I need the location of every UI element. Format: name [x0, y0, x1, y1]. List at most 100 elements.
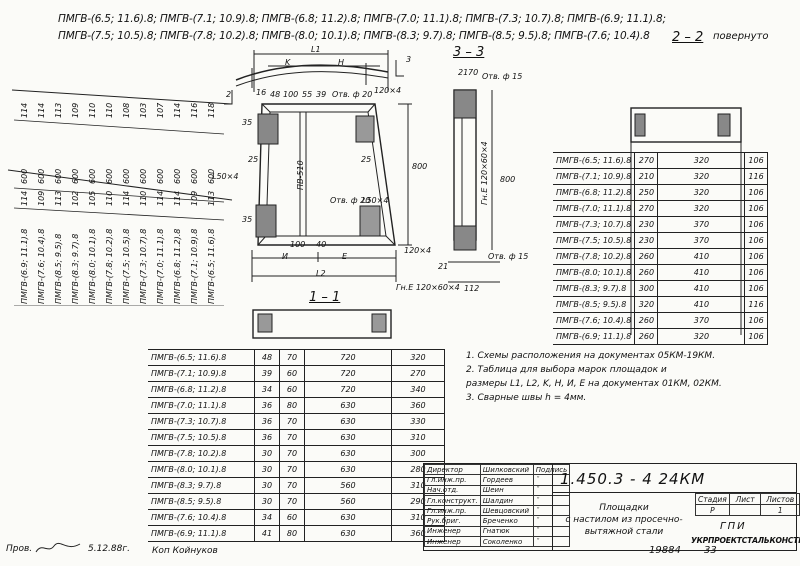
label-35b: 35	[242, 215, 253, 224]
label-70: 70	[468, 68, 479, 77]
staff-cell-name: Гордеев	[479, 474, 534, 486]
table-11-cell-a: 30	[254, 477, 280, 494]
document-number: 1.450.3 - 4 24КМ	[560, 470, 706, 488]
table-22-cell-name: ПМГВ-(7.1; 10.9).8	[553, 168, 636, 185]
table-11-cell-c: 560	[304, 477, 392, 494]
table-22-cell-b: 370	[657, 232, 746, 249]
label-pv: ПВ-510	[296, 160, 305, 190]
desc-line-3: вытяжной стали	[584, 527, 664, 537]
rotated-name: ПМГВ-(7.5; 10.5).8	[122, 228, 131, 304]
table-11-cell-d: 320	[391, 349, 445, 366]
fan-line	[7, 169, 233, 201]
staff-cell-role: Инженер	[424, 525, 481, 538]
label-800: 800	[412, 162, 428, 171]
table-22-cell-c: 106	[744, 232, 768, 249]
label-800b: 800	[500, 175, 516, 184]
table-22-cell-a: 260	[634, 248, 659, 265]
table-11-cell-b: 70	[279, 429, 305, 446]
table-11-cell-d: 270	[391, 365, 445, 382]
table-11-cell-d: 310	[391, 429, 445, 446]
staff-cell-name: Шилковский	[479, 463, 534, 476]
rotated-val-c: 105	[88, 190, 97, 206]
frame-corner	[385, 235, 396, 246]
rotated-val-a: 114	[37, 102, 46, 118]
rotated-val-b: 600	[37, 168, 46, 184]
table-22-cell-name: ПМГВ-(7.5; 10.5).8	[553, 232, 636, 249]
grating-arc-top	[235, 64, 389, 81]
table-11-cell-b: 70	[279, 413, 305, 430]
table-11-cell-name: ПМГВ-(8.3; 9.7).8	[148, 477, 255, 494]
table-11-cell-b: 70	[279, 461, 305, 478]
rotated-val-b: 600	[156, 168, 165, 184]
label-strip-b: 120×4	[404, 246, 432, 255]
rotated-val-c: 102	[71, 190, 80, 206]
frame-corner	[367, 103, 376, 113]
table-22-cell-b: 410	[657, 248, 746, 265]
label-35: 35	[242, 118, 253, 127]
rotated-val-c: 110	[139, 190, 148, 206]
section-22-note: повернуто	[713, 31, 769, 42]
rotated-val-a: 107	[156, 102, 165, 118]
rotated-val-b: 600	[122, 168, 131, 184]
desc-line-2: с настилом из просечно-	[565, 515, 683, 525]
staff-cell-name: Шалдин	[479, 494, 534, 507]
table-11-cell-a: 48	[254, 349, 280, 366]
staff-cell-name: Соколенко	[479, 536, 534, 548]
rotated-val-b: 600	[20, 168, 29, 184]
rotated-name: ПМГВ-(7.1; 10.9).8	[190, 228, 199, 304]
stage-sheet-table: Стадия Лист Листов Р 1	[695, 493, 800, 516]
rotated-val-c: 110	[105, 190, 114, 206]
table-22-cell-b: 320	[657, 168, 746, 185]
plate-right-top	[355, 115, 375, 143]
table-22-cell-a: 320	[634, 296, 659, 313]
table-11-cell-c: 630	[304, 445, 392, 462]
signature-mark	[35, 542, 81, 553]
rotated-val-a: 116	[190, 102, 199, 118]
staff-cell-role: Гл.инж.пр.	[424, 505, 481, 517]
table-22-cell-b: 320	[657, 328, 746, 345]
sheets-value: 1	[760, 504, 800, 516]
staff-cell-name: Шевцовский	[479, 505, 534, 517]
table-22-cell-a: 260	[634, 328, 659, 345]
label-3: 3	[406, 55, 412, 64]
table-22-cell-a: 270	[634, 152, 659, 169]
label-hole15b: Отв. ф 15	[488, 252, 529, 261]
fan-line	[11, 89, 233, 105]
table-11-cell-name: ПМГВ-(6.5; 11.6).8	[148, 349, 255, 366]
label-strip-a: 120×4	[374, 86, 402, 95]
label-16: 16	[256, 88, 267, 97]
label-gn-vert: Гн.Е 120×60×4	[480, 141, 489, 205]
table-11-cell-c: 720	[304, 349, 392, 366]
rotated-val-c: 113	[54, 190, 63, 206]
rotated-val-b: 600	[54, 168, 63, 184]
label-48: 48	[270, 90, 281, 99]
table-11-cell-a: 36	[254, 413, 280, 430]
table-11-cell-a: 39	[254, 365, 280, 382]
rotated-val-b: 600	[88, 168, 97, 184]
table-11-cell-name: ПМГВ-(8.0; 10.1).8	[148, 461, 255, 478]
staff-cell-name: Гнатюк	[479, 525, 534, 538]
profile-22-r	[717, 113, 731, 137]
stage-header: Стадия	[695, 493, 730, 505]
table-11-cell-name: ПМГВ-(7.1; 10.9).8	[148, 365, 255, 382]
org-short: ГПИ	[720, 521, 747, 532]
table-22-cell-b: 370	[657, 216, 746, 233]
section-11-title: 1 – 1	[309, 290, 341, 305]
label-21: 21	[458, 68, 469, 77]
table-11-cell-c: 630	[304, 509, 392, 526]
notes-block: 1. Схемы расположения на документах 05КМ…	[466, 349, 722, 405]
rotated-val-b: 600	[139, 168, 148, 184]
table-22-cell-a: 270	[634, 200, 659, 217]
